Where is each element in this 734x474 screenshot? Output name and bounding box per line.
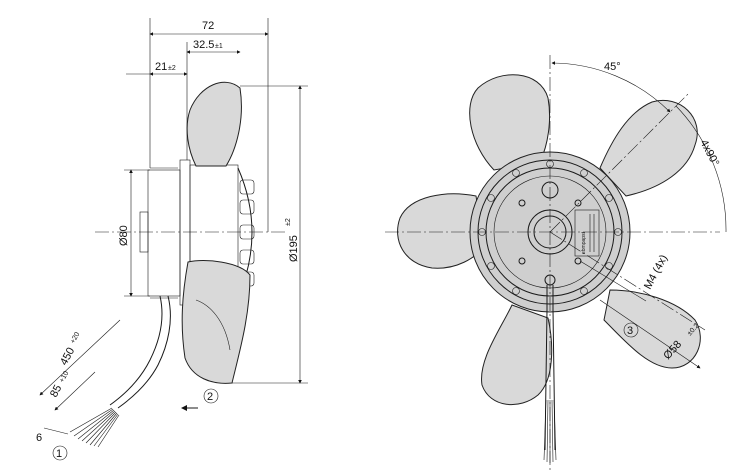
dim-flange-tol: ±2 (168, 65, 176, 72)
blade-bottom-right (603, 289, 701, 369)
angle-4x90: 4x90° (697, 138, 721, 169)
dim-blade-offset-tol: ±1 (215, 43, 223, 50)
screw-hole-tl (518, 199, 526, 207)
dim-cable-length-tol: +20 (70, 331, 82, 345)
center-line-bolt (549, 231, 706, 331)
dim-strip-length: 85 (48, 383, 64, 399)
blade-top-profile (186, 81, 242, 167)
blade-top-left (469, 74, 551, 171)
rating-label (574, 209, 600, 257)
dim-blade-offset: 32.5 (193, 39, 214, 51)
dim-width-total: 72 (202, 20, 214, 32)
angle-45: 45° (604, 61, 621, 73)
cable-wires (69, 407, 120, 448)
brand-label: ebmpapst (581, 231, 587, 254)
angle-arc-45 (551, 61, 671, 113)
front-view: ebmpapst 45° 4x90° M4 (4x) Ø58 ±0.2 3 (385, 55, 727, 470)
dim-diameter-80: Ø80 (118, 225, 130, 246)
screw-hole-br (574, 257, 582, 265)
thread-label: M4 (4x) (642, 253, 670, 292)
blade-left (397, 193, 485, 269)
dim-cable-length: 450 (58, 346, 77, 368)
callout-2-circle (203, 388, 219, 404)
callout-2: 2 (207, 391, 213, 403)
cable (109, 295, 163, 406)
dim-flange: 21 (155, 61, 167, 73)
callout-1: 1 (56, 448, 62, 460)
dim-diameter-195: Ø195 (288, 235, 300, 262)
blade-top-right (599, 100, 698, 197)
dim-strip-length-tol: +10 (59, 370, 71, 384)
dim-diameter-195-tol: ±2 (285, 218, 292, 226)
motor-body (147, 169, 181, 297)
motor-rear-boss (139, 211, 149, 253)
callout-1-circle (52, 445, 68, 461)
center-line-45 (549, 91, 691, 233)
side-view: 72 32.5 ±1 21 ±2 Ø80 Ø195 ±2 450 +20 85 … (36, 18, 308, 461)
screw-hole-bl (518, 257, 526, 265)
callout-3: 3 (627, 325, 633, 337)
dim-end-length: 6 (36, 432, 42, 444)
blade-bottom (481, 304, 553, 406)
angle-arc-4x90 (675, 105, 727, 233)
blade-bottom-profile (181, 260, 251, 384)
callout-3-circle (623, 322, 639, 338)
screw-hole-tr (574, 199, 582, 207)
